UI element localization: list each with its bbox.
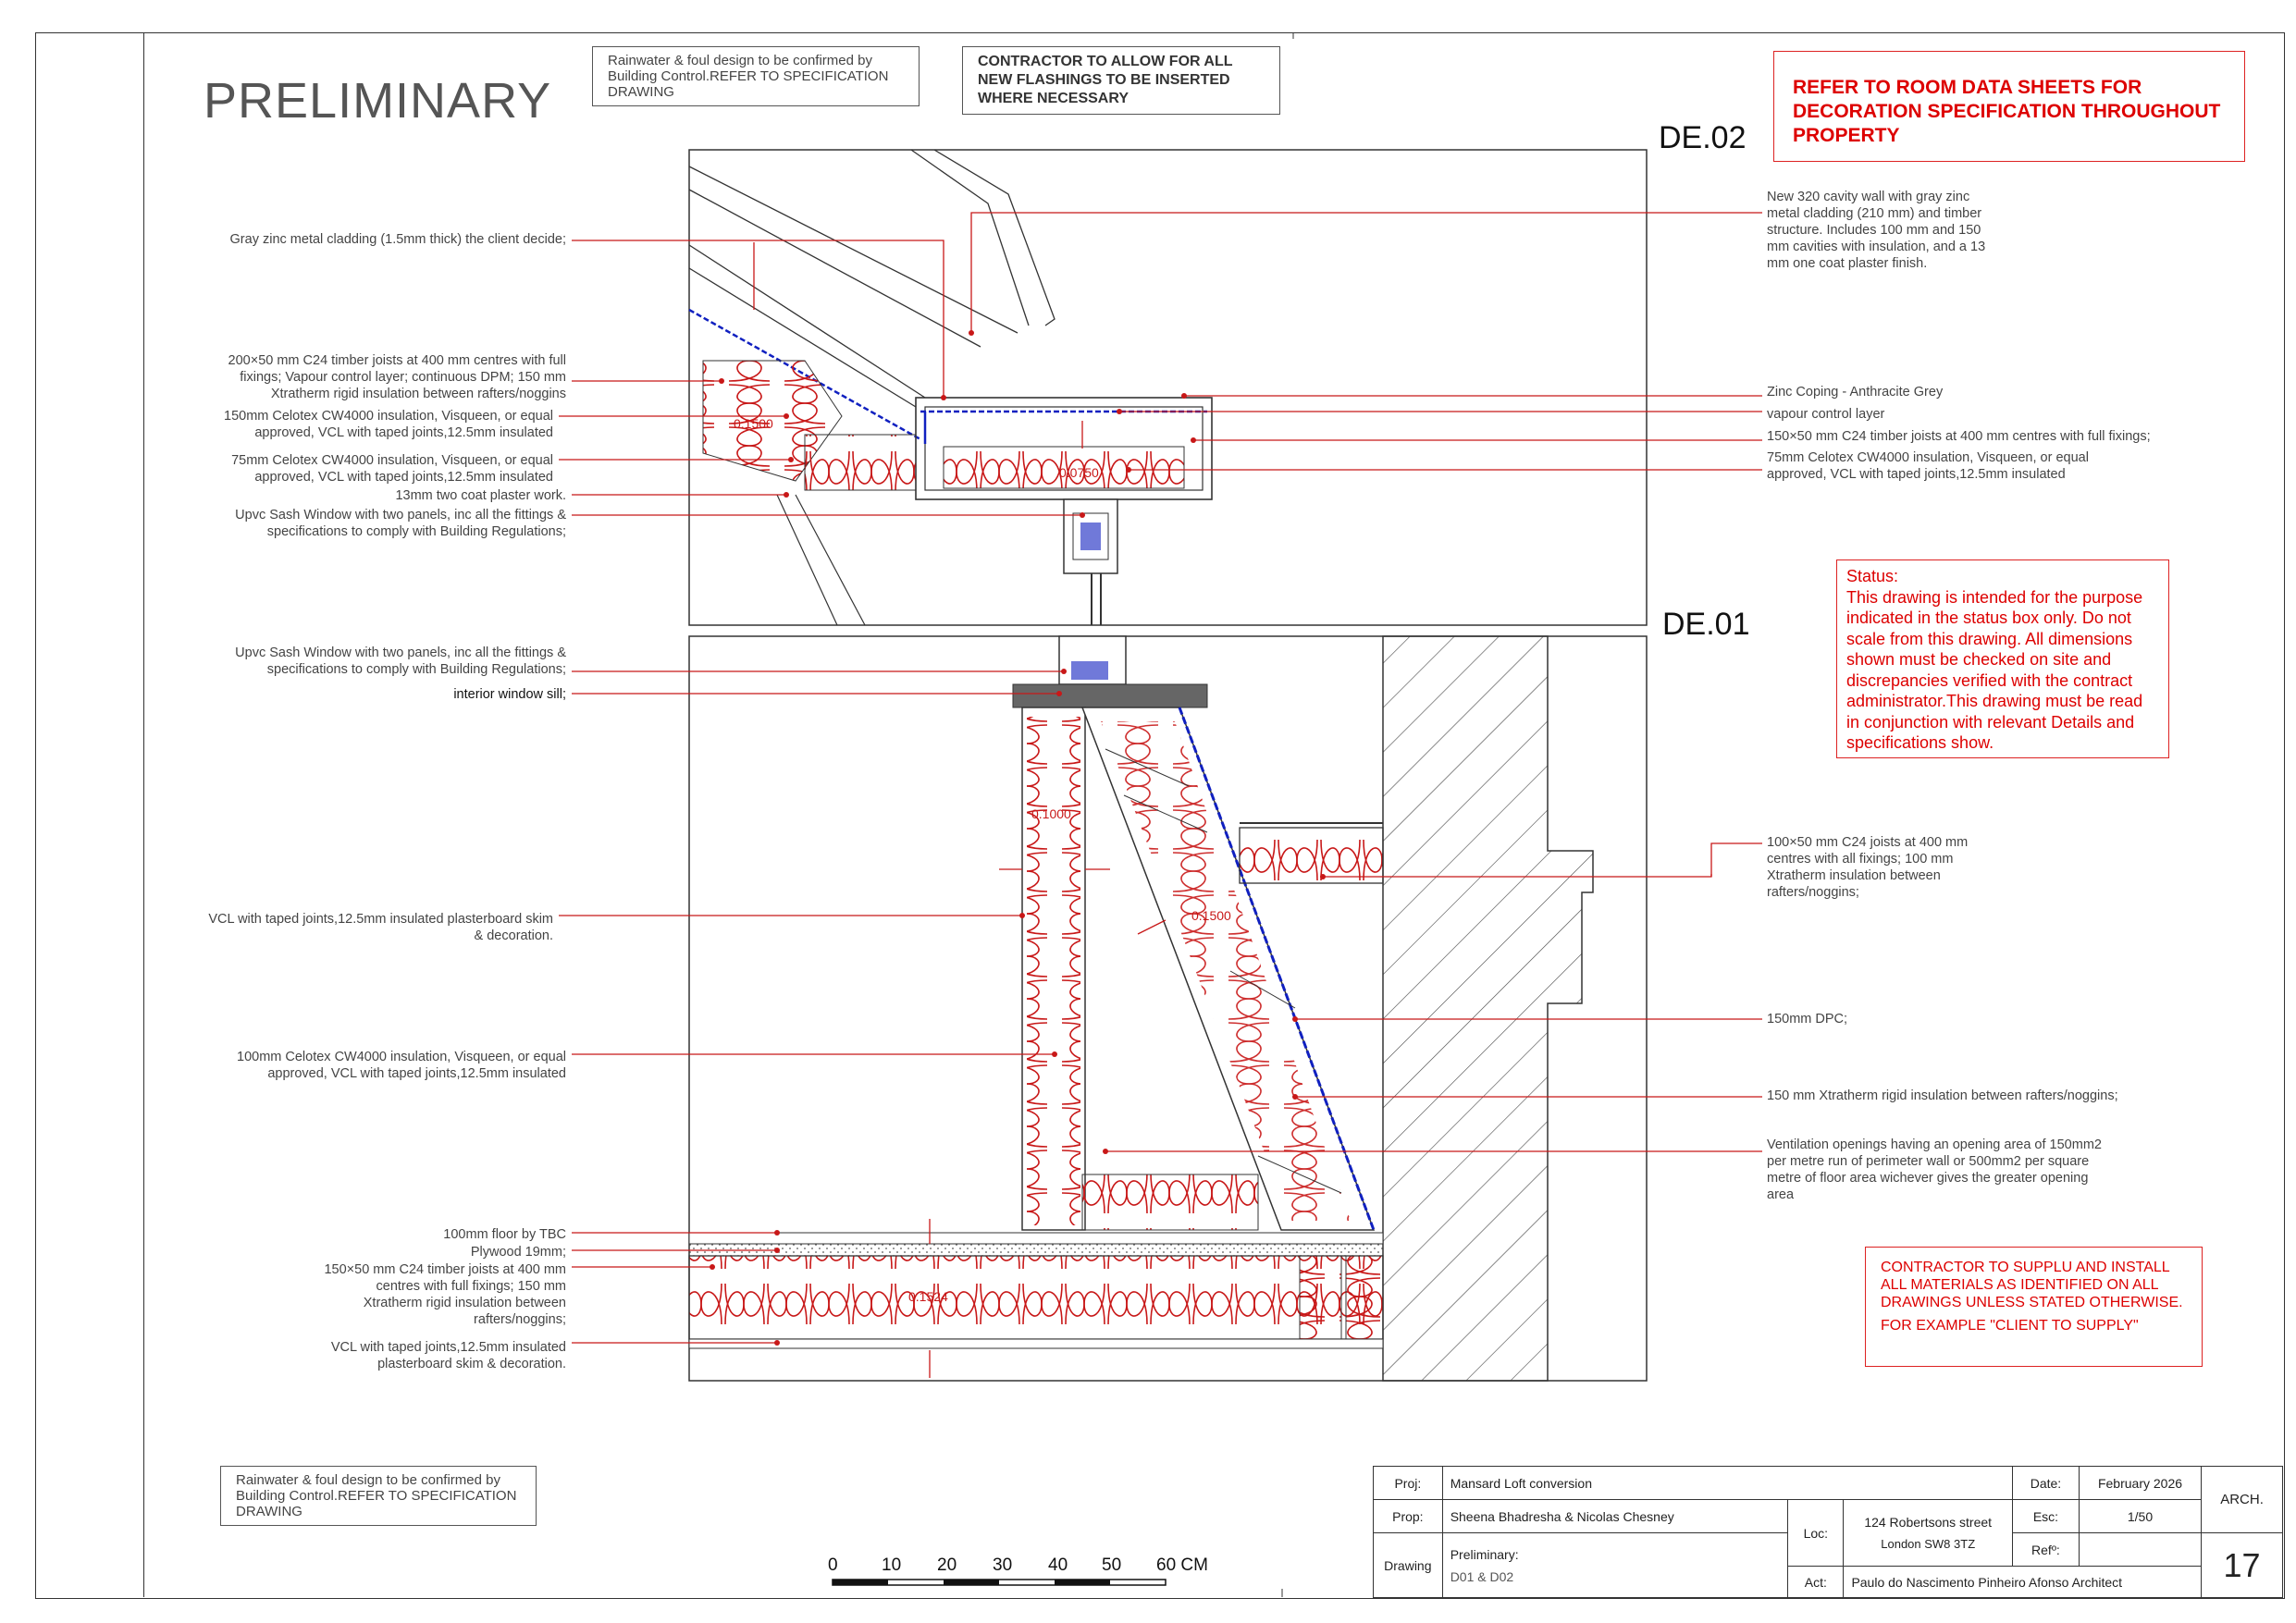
- dim-4: 0.1500: [1191, 908, 1231, 923]
- tb-ref-label: Refº:: [2011, 1532, 2080, 1567]
- supply-note-1: CONTRACTOR TO SUPPLU AND INSTALL ALL MAT…: [1881, 1260, 2183, 1310]
- label-sash-window-bottom: Upvc Sash Window with two panels, inc al…: [235, 646, 566, 677]
- tb-esc: 1/50: [2078, 1499, 2203, 1533]
- tb-date: February 2026: [2078, 1466, 2203, 1500]
- label-ventilation: Ventilation openings having an opening a…: [1767, 1137, 2102, 1202]
- supply-note-box: CONTRACTOR TO SUPPLU AND INSTALL ALL MAT…: [1865, 1247, 2203, 1367]
- scale-tick-0: 0: [828, 1555, 838, 1575]
- scale-tick-60: 60 CM: [1156, 1555, 1208, 1575]
- scale-tick-30: 30: [993, 1555, 1013, 1575]
- scale-tick-20: 20: [937, 1555, 957, 1575]
- tb-arch: ARCH.: [2201, 1466, 2283, 1533]
- label-floor: 100mm floor by TBC: [443, 1227, 566, 1242]
- label-zinc-coping: Zinc Coping - Anthracite Grey: [1767, 385, 1944, 400]
- status-body: This drawing is intended for the purpose…: [1846, 587, 2143, 753]
- de02-frame: [688, 149, 1648, 626]
- dim-2: 0.0750: [1059, 465, 1099, 480]
- section-tag-de01: DE.01: [1662, 607, 1750, 642]
- label-vcl-wall: VCL with taped joints,12.5mm insulated p…: [208, 912, 553, 943]
- binding-margin-line: [143, 32, 144, 1597]
- tb-esc-label: Esc:: [2011, 1499, 2080, 1533]
- label-celotex-75: 75mm Celotex CW4000 insulation, Visqueen…: [231, 453, 553, 485]
- tb-act-label: Act:: [1787, 1566, 1845, 1598]
- label-celotex-100: 100mm Celotex CW4000 insulation, Visquee…: [237, 1050, 566, 1081]
- rainwater-note-top: Rainwater & foul design to be confirmed …: [592, 46, 920, 106]
- tb-proj-label: Proj:: [1373, 1466, 1443, 1500]
- label-plywood: Plywood 19mm;: [470, 1245, 566, 1260]
- label-cavity-wall: New 320 cavity wall with gray zinc metal…: [1767, 190, 1986, 271]
- scale-bar: [832, 1579, 1167, 1586]
- tb-act: Paulo do Nascimento Pinheiro Afonso Arch…: [1843, 1566, 2203, 1598]
- label-xtratherm: 150 mm Xtratherm rigid insulation betwee…: [1767, 1088, 2118, 1103]
- label-floor-joists: 150×50 mm C24 timber joists at 400 mm ce…: [324, 1262, 566, 1327]
- tb-prop-label: Prop:: [1373, 1499, 1443, 1533]
- tb-sheet-number: 17: [2201, 1532, 2283, 1598]
- dim-1: 0.1500: [734, 416, 773, 431]
- title-block: Proj: Mansard Loft conversion Date: Febr…: [1373, 1466, 2283, 1598]
- tb-loc-1: 124 Robertsons street: [1864, 1514, 1993, 1530]
- tb-prop: Sheena Bhadresha & Nicolas Chesney: [1441, 1499, 1789, 1533]
- tb-date-label: Date:: [2011, 1466, 2080, 1500]
- supply-note-2: FOR EXAMPLE "CLIENT TO SUPPLY": [1881, 1318, 2139, 1334]
- tb-loc-label: Loc:: [1787, 1499, 1845, 1567]
- dim-5: 0.1524: [908, 1289, 948, 1304]
- section-tag-de02: DE.02: [1659, 120, 1747, 155]
- de01-frame: [688, 635, 1648, 1382]
- label-celotex-150: 150mm Celotex CW4000 insulation, Visquee…: [224, 409, 553, 440]
- tb-drawing-1: Preliminary:: [1450, 1546, 1519, 1562]
- scale-tick-10: 10: [882, 1555, 902, 1575]
- label-dpc: 150mm DPC;: [1767, 1012, 1848, 1027]
- label-joists-100: 100×50 mm C24 joists at 400 mm centres w…: [1767, 835, 1969, 900]
- tb-loc-2: London SW8 3TZ: [1881, 1536, 1976, 1551]
- status-title: Status:: [1846, 567, 1899, 585]
- existing-wall-hatch: [1382, 635, 1594, 1382]
- tb-drawing: Preliminary: D01 & D02: [1441, 1532, 1789, 1598]
- label-vcl-ceiling: VCL with taped joints,12.5mm insulated p…: [330, 1340, 566, 1371]
- tb-drawing-label: Drawing: [1373, 1532, 1443, 1598]
- scale-tick-50: 50: [1102, 1555, 1122, 1575]
- tb-ref: [2078, 1532, 2203, 1567]
- label-timber-joists-200: 200×50 mm C24 timber joists at 400 mm ce…: [228, 353, 566, 401]
- tb-drawing-2: D01 & D02: [1450, 1568, 1514, 1584]
- status-box: Status: This drawing is intended for the…: [1836, 559, 2169, 758]
- label-timber-joists-150: 150×50 mm C24 timber joists at 400 mm ce…: [1767, 429, 2151, 444]
- rainwater-note-bottom: Rainwater & foul design to be confirmed …: [220, 1466, 537, 1526]
- dim-3: 0.1000: [1031, 806, 1071, 821]
- label-celotex-75-right: 75mm Celotex CW4000 insulation, Visqueen…: [1767, 450, 2089, 482]
- scale-tick-40: 40: [1048, 1555, 1068, 1575]
- label-window-sill: interior window sill;: [453, 687, 566, 702]
- room-data-note: REFER TO ROOM DATA SHEETS FOR DECORATION…: [1773, 51, 2245, 162]
- flashings-note: CONTRACTOR TO ALLOW FOR ALL NEW FLASHING…: [962, 46, 1280, 115]
- label-zinc-cladding: Gray zinc metal cladding (1.5mm thick) t…: [229, 232, 566, 247]
- drawing-status-title: PRELIMINARY: [204, 73, 552, 129]
- label-plaster: 13mm two coat plaster work.: [395, 488, 566, 503]
- label-sash-window-top: Upvc Sash Window with two panels, inc al…: [235, 508, 566, 539]
- tb-proj: Mansard Loft conversion: [1441, 1466, 2013, 1500]
- label-vapour-layer: vapour control layer: [1767, 407, 1885, 422]
- drawing-border: [35, 32, 2285, 1599]
